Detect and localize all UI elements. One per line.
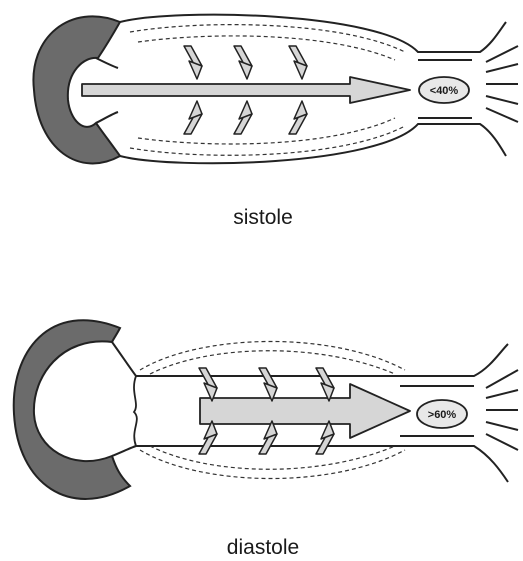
diastole-caption: diastole [227, 536, 299, 559]
diastole-chamber-outline [112, 342, 508, 376]
diastole-ejection-arrow [200, 384, 410, 438]
diastole-end-cap [14, 320, 130, 499]
systole-panel: <40% sistole [33, 15, 518, 229]
systole-outflow-fan [486, 46, 518, 122]
systole-chamber-outline [120, 15, 506, 52]
diastole-panel: >60% diastole [14, 320, 518, 559]
systole-ejection-arrow [82, 77, 410, 103]
systole-percent-label: <40% [430, 85, 459, 97]
diastole-outflow-fan [486, 370, 518, 450]
diastole-percent-label: >60% [428, 409, 457, 421]
systole-caption: sistole [233, 206, 293, 229]
